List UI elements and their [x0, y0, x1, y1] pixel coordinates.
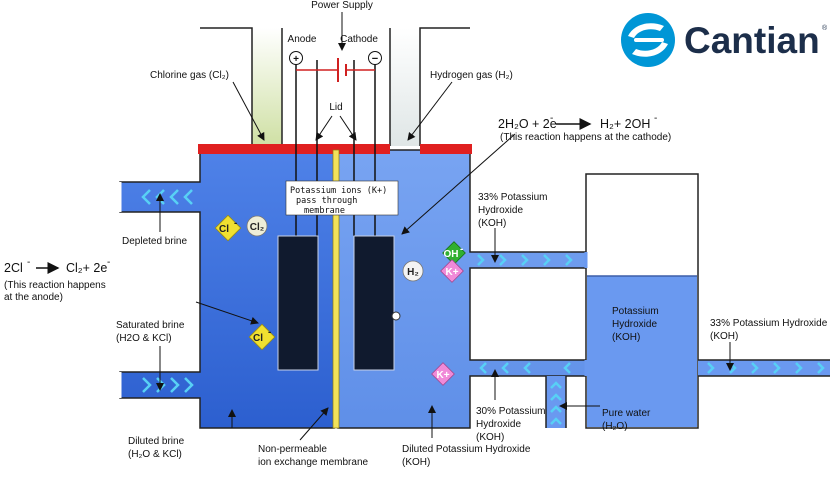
lid [198, 144, 472, 154]
svg-text:33% Potassium: 33% Potassium [478, 192, 547, 203]
svg-text:2H₂O + 2e: 2H₂O + 2e [498, 117, 557, 131]
svg-text:-: - [654, 113, 657, 124]
svg-text:-: - [460, 244, 463, 255]
minus-sign: − [372, 53, 378, 65]
svg-text:(This reaction happens at the: (This reaction happens at the cathode) [500, 132, 671, 143]
oh-minus-ion: OH - [442, 241, 466, 265]
svg-text:Hydroxide: Hydroxide [476, 419, 521, 430]
svg-text:-: - [107, 257, 110, 268]
chlorine-gas-label: Chlorine gas (Cl₂) [150, 70, 229, 81]
svg-text:Cl₂+ 2e: Cl₂+ 2e [66, 261, 107, 275]
flow-arrows [141, 189, 825, 425]
cathode-reaction: 2H₂O + 2e - H₂+ 2OH - (This reaction hap… [498, 113, 671, 143]
membrane-note: Potassium ions (K+) pass through membran… [290, 186, 387, 216]
ion-exchange-membrane [332, 149, 340, 429]
anode-reaction: 2Cl - Cl₂+ 2e - (This reaction happens a… [4, 257, 110, 303]
cathode-electrode [353, 60, 395, 371]
cathode-label: Cathode [340, 34, 378, 45]
svg-text:Hydroxide: Hydroxide [478, 205, 523, 216]
svg-text:Cl: Cl [219, 224, 229, 235]
svg-text:Hydroxide: Hydroxide [612, 319, 657, 330]
svg-text:K+: K+ [445, 267, 458, 278]
svg-text:pass through: pass through [296, 196, 357, 206]
anode-electrode [277, 60, 319, 371]
svg-text:(H₂O & KCl): (H₂O & KCl) [128, 449, 182, 460]
koh30-label: 30% Potassium Hydroxide (KOH) [476, 406, 545, 443]
hydrogen-gas-label: Hydrogen gas (H₂) [430, 70, 513, 81]
trademark-mark: ® [822, 24, 828, 32]
svg-text:Non-permeable: Non-permeable [258, 444, 327, 455]
lid-label: Lid [329, 102, 342, 113]
chlorine-gas-outlet [200, 27, 283, 146]
leader-lines [156, 81, 734, 441]
koh33-top-label: 33% Potassium Hydroxide (KOH) [478, 192, 547, 229]
cl-minus-ion-bottom: Cl - [248, 323, 276, 351]
diluted-koh-label: Diluted Potassium Hydroxide (KOH) [402, 444, 531, 468]
svg-text:(H₂O): (H₂O) [602, 421, 628, 432]
hydrogen-gas-outlet [389, 27, 470, 146]
svg-text:OH: OH [444, 249, 459, 260]
pure-water-inlet [545, 376, 567, 428]
koh33-right-label: 33% Potassium Hydroxide (KOH) [710, 318, 828, 342]
plus-sign: + [293, 54, 299, 65]
h2-molecule: H₂ [402, 260, 424, 282]
diluted-brine-label: Diluted brine (H₂O & KCl) [128, 436, 185, 460]
minus-terminal-icon [368, 51, 382, 65]
svg-text:membrane: membrane [304, 206, 345, 216]
svg-text:(KOH): (KOH) [476, 432, 504, 443]
svg-text:-: - [268, 327, 271, 338]
svg-text:Pure water: Pure water [602, 408, 651, 419]
depleted-brine-label: Depleted brine [122, 236, 187, 247]
svg-text:at the anode): at the anode) [4, 292, 63, 303]
svg-text:(KOH): (KOH) [612, 332, 640, 343]
svg-text:Potassium ions (K+): Potassium ions (K+) [290, 186, 387, 196]
svg-text:(KOH): (KOH) [402, 457, 430, 468]
svg-text:30% Potassium: 30% Potassium [476, 406, 545, 417]
fitting-icon [391, 311, 401, 321]
svg-text:33% Potassium Hydroxide: 33% Potassium Hydroxide [710, 318, 828, 329]
svg-text:Cl: Cl [253, 333, 263, 344]
cl2-molecule: Cl₂ [246, 215, 268, 237]
logo-wordmark: Cantian [684, 20, 820, 61]
anode-label: Anode [288, 34, 317, 45]
power-supply-label: Power Supply [311, 0, 373, 11]
svg-text:-: - [234, 218, 237, 229]
svg-text:(This reaction happens: (This reaction happens [4, 280, 106, 291]
koh-outlet-pipe [698, 359, 830, 377]
koh-tank [585, 173, 699, 429]
svg-text:ion exchange membrane: ion exchange membrane [258, 457, 369, 468]
koh-tank-label: Potassium Hydroxide (KOH) [612, 306, 659, 343]
svg-text:Diluted brine: Diluted brine [128, 436, 185, 447]
pure-water-label: Pure water (H₂O) [602, 408, 651, 432]
svg-text:Cl₂: Cl₂ [250, 222, 264, 233]
svg-text:2Cl: 2Cl [4, 261, 23, 275]
svg-text:(H2O & KCl): (H2O & KCl) [116, 333, 172, 344]
svg-text:H₂+ 2OH: H₂+ 2OH [600, 117, 650, 131]
svg-text:(KOH): (KOH) [478, 218, 506, 229]
cantian-logo: Cantian ® [621, 13, 828, 67]
k-plus-ion-top: K+ [440, 259, 464, 283]
svg-text:(KOH): (KOH) [710, 331, 738, 342]
svg-text:Potassium: Potassium [612, 306, 659, 317]
svg-text:-: - [550, 113, 553, 124]
svg-text:Saturated brine: Saturated brine [116, 320, 185, 331]
svg-text:H₂: H₂ [407, 267, 419, 278]
saturated-brine-label: Saturated brine (H2O & KCl) [116, 320, 185, 344]
svg-text:K+: K+ [436, 370, 449, 381]
cl-minus-ion-top: Cl - [214, 214, 242, 242]
membrane-label: Non-permeable ion exchange membrane [258, 444, 369, 468]
svg-text:-: - [27, 257, 30, 268]
cathode-compartment [337, 149, 587, 429]
membrane-note-box [285, 180, 399, 216]
k-plus-ion-bottom: K+ [431, 362, 455, 386]
svg-text:Diluted Potassium Hydroxide: Diluted Potassium Hydroxide [402, 444, 531, 455]
plus-terminal-icon [289, 51, 303, 65]
power-supply-circuit [289, 12, 382, 82]
